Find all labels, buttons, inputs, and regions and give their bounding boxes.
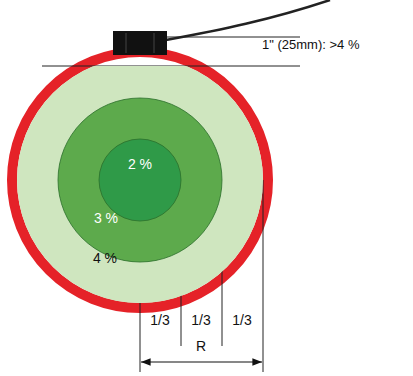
dimension-line <box>263 180 264 372</box>
dimension-line <box>140 183 141 372</box>
fraction-label: 1/3 <box>150 313 169 327</box>
coupler-detail <box>126 33 127 53</box>
radius-label: R <box>196 339 206 353</box>
zone-circle <box>99 139 181 221</box>
cable <box>166 0 330 40</box>
fraction-label: 1/3 <box>232 313 251 327</box>
accuracy-zone-inner: 2 % <box>99 139 181 221</box>
accuracy-value: 3 % <box>94 211 118 225</box>
zone-fill <box>17 66 263 303</box>
accuracy-zone-middle: 3 % 2 % <box>58 98 222 262</box>
accuracy-value: 2 % <box>128 157 152 171</box>
coupler-detail <box>154 33 155 53</box>
zone-fill <box>58 98 222 262</box>
coupler-block <box>113 31 167 55</box>
leader-line <box>42 66 300 67</box>
distance-note: 1" (25mm): >4 % <box>262 38 359 51</box>
accuracy-zone-outer: 4 % 3 % 2 % <box>17 57 263 303</box>
center-dot <box>138 178 142 182</box>
fraction-label: 1/3 <box>191 313 210 327</box>
dimension-line <box>222 180 223 346</box>
radius-arrow <box>141 361 262 362</box>
accuracy-value: 4 % <box>93 251 117 265</box>
dimension-line <box>181 180 182 346</box>
rogowski-coil <box>12 52 268 308</box>
zone-fill <box>99 139 181 221</box>
leader-line <box>167 37 300 38</box>
